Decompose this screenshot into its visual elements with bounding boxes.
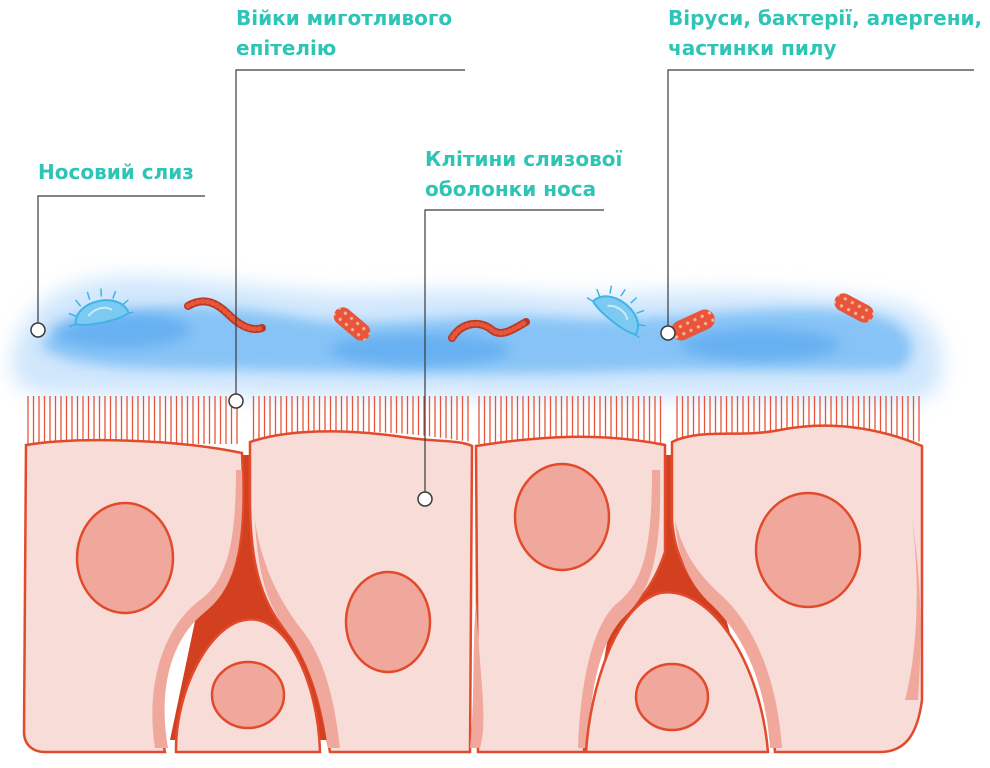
rod-bacterium-2: [671, 309, 715, 341]
nucleus-5: [754, 491, 862, 609]
leader-lines: [37, 69, 974, 498]
mucus-leader-line: [37, 195, 205, 330]
pathogens-label-line-1: Віруси, бактерії, алергени,: [668, 6, 983, 30]
nucleus-4: [513, 462, 611, 572]
pathogens-marker: [660, 325, 676, 341]
spirillum-2: [448, 318, 530, 342]
spirillum-1: [184, 297, 266, 333]
cilia-row: [27, 396, 920, 444]
pathogens-label: Віруси, бактерії, алергени, частинки пил…: [668, 3, 982, 63]
mucus-label-text: Носовий слиз: [38, 160, 194, 184]
cilia-label-line-2: епітелію: [236, 36, 337, 60]
rod-bacterium-3: [834, 293, 874, 323]
nucleus-3: [210, 660, 286, 730]
pathogens-leader-line: [667, 69, 974, 332]
nucleus-1: [75, 501, 175, 615]
cells-label-line-2: оболонки носа: [425, 177, 597, 201]
cells-label-line-1: Клітини слизової: [425, 147, 623, 171]
mucus-layer: [11, 277, 943, 402]
pathogens: [68, 285, 874, 342]
epithelial-cells: [22, 424, 924, 754]
nucleus-6: [634, 662, 710, 732]
cilia-leader-line: [235, 69, 465, 400]
rod-bacterium-1: [333, 307, 371, 341]
cilia-label: Війки миготливого епітелію: [236, 3, 452, 63]
virus-2: [586, 285, 646, 339]
cilia-marker: [228, 393, 244, 409]
virus-1: [68, 288, 134, 328]
cilia-label-line-1: Війки миготливого: [236, 6, 453, 30]
cells-leader-line: [424, 209, 604, 498]
mucus-marker: [30, 322, 46, 338]
pathogens-label-line-2: частинки пилу: [668, 36, 837, 60]
cells-marker: [417, 491, 433, 507]
nucleus-2: [344, 570, 432, 674]
cells-label: Клітини слизової оболонки носа: [425, 144, 622, 204]
mucus-label: Носовий слиз: [38, 157, 194, 187]
